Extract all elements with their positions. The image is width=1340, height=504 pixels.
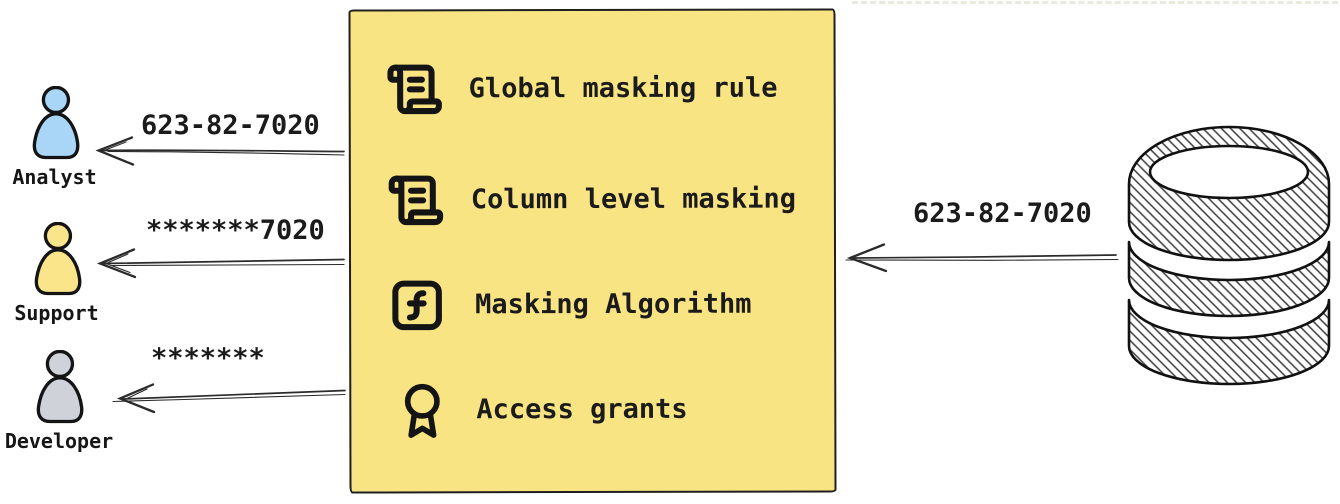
scroll-text-icon: [387, 64, 442, 115]
database-icon: [1126, 120, 1332, 396]
masking-box-item: Masking Algorithm: [388, 275, 751, 336]
actor-label: Analyst: [12, 165, 97, 189]
arrow-label-database: 623-82-7020: [913, 198, 1092, 229]
scroll-text-icon: [388, 175, 444, 226]
masking-box-item: Column level masking: [386, 171, 796, 230]
person-icon: [34, 222, 81, 296]
actor-analyst: Analyst: [2, 86, 107, 187]
db-middle-band: [1127, 240, 1331, 318]
masking-box: Global masking rule Column level masking…: [348, 8, 837, 494]
db-bottom-band: [1127, 298, 1331, 386]
arrow-to-analyst: [95, 136, 345, 166]
masking-box-item-label: Access grants: [476, 393, 688, 426]
actor-developer: Developer: [4, 350, 114, 451]
dashed-line-decoration: [852, 1, 1338, 4]
masking-box-item: Global masking rule: [385, 60, 778, 119]
masking-box-item-label: Global masking rule: [468, 72, 778, 105]
masking-box-item-label: Masking Algorithm: [475, 288, 752, 321]
arrow-label-support: *******7020: [146, 215, 325, 246]
arrow-label-developer: *******: [151, 343, 265, 374]
function-square-icon: [392, 280, 442, 331]
actor-support: Support: [4, 222, 109, 323]
db-opening: [1148, 144, 1310, 200]
masking-box-item: Access grants: [395, 375, 688, 446]
arrow-label-analyst: 623-82-7020: [141, 110, 320, 141]
masking-box-item-label: Column level masking: [470, 183, 797, 216]
person-icon: [36, 350, 84, 424]
actor-label: Support: [14, 301, 99, 325]
arrow-to-developer: [112, 383, 346, 414]
arrow-to-support: [96, 248, 345, 279]
person-icon: [32, 86, 79, 160]
actor-label: Developer: [4, 429, 114, 453]
award-icon: [404, 383, 440, 438]
arrow-from-database: [845, 243, 1119, 273]
